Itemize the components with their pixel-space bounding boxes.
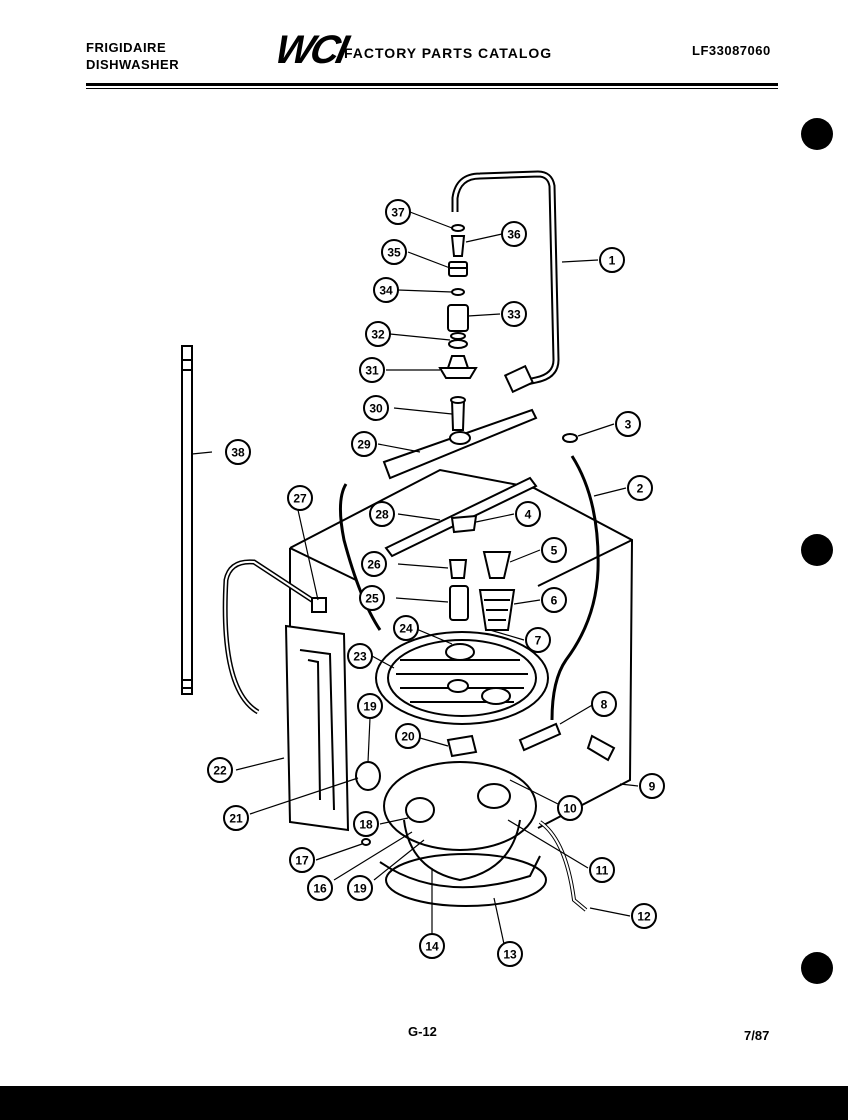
callout-6: 6 [541,587,567,613]
callout-number: 21 [229,812,243,826]
callout-10: 10 [557,795,583,821]
callout-32: 32 [365,321,391,347]
callout-number: 35 [387,246,401,260]
callout-37: 37 [385,199,411,225]
callout-21: 21 [223,805,249,831]
callout-number: 37 [391,206,405,220]
callout-8: 8 [591,691,617,717]
callout-12: 12 [631,903,657,929]
callout-number: 36 [507,228,521,242]
callout-number: 5 [551,544,558,558]
callout-22: 22 [207,757,233,783]
product-type: DISHWASHER [86,57,180,72]
callout-number: 1 [609,254,616,268]
callout-23: 23 [347,643,373,669]
callout-2: 2 [627,475,653,501]
callout-9: 9 [639,773,665,799]
callout-5: 5 [541,537,567,563]
callout-35: 35 [381,239,407,265]
callout-7: 7 [525,627,551,653]
binder-hole-middle [801,534,833,566]
callout-number: 33 [507,308,521,322]
callout-13: 13 [497,941,523,967]
callout-4: 4 [515,501,541,527]
callout-18: 18 [353,811,379,837]
callout-25: 25 [359,585,385,611]
base-pan [385,853,547,907]
callout-36: 36 [501,221,527,247]
callout-3: 3 [615,411,641,437]
callout-17: 17 [289,847,315,873]
callout-number: 20 [401,730,415,744]
callout-number: 23 [353,650,367,664]
callout-number: 3 [625,418,632,432]
callout-30: 30 [363,395,389,421]
binder-hole-top [801,118,833,150]
header-rule-thin [86,88,778,89]
callout-number: 13 [503,948,517,962]
callout-number: 6 [551,594,558,608]
callout-number: 17 [295,854,309,868]
callout-number: 2 [637,482,644,496]
callout-20: 20 [395,723,421,749]
callout-38: 38 [225,439,251,465]
callout-29: 29 [351,431,377,457]
callout-number: 26 [367,558,381,572]
print-date: 7/87 [744,1028,770,1043]
callout-27: 27 [287,485,313,511]
callout-number: 16 [313,882,327,896]
callout-24: 24 [393,615,419,641]
callout-number: 32 [371,328,385,342]
callout-number: 28 [375,508,389,522]
callout-19: 19 [357,693,383,719]
callout-28: 28 [369,501,395,527]
callout-number: 22 [213,764,227,778]
callout-number: 27 [293,492,307,506]
callout-number: 38 [231,446,245,460]
callout-number: 7 [535,634,542,648]
callout-33: 33 [501,301,527,327]
callout-16: 16 [307,875,333,901]
brand-name: FRIGIDAIRE [86,40,167,55]
callout-11: 11 [589,857,615,883]
callout-1: 1 [599,247,625,273]
scan-bottom-edge [0,1086,848,1120]
callout-31: 31 [359,357,385,383]
callout-number: 31 [365,364,379,378]
catalog-title: FACTORY PARTS CATALOG [344,45,553,61]
model-number: LF33087060 [692,43,771,58]
binder-hole-bottom [801,952,833,984]
page-number: G-12 [408,1024,437,1039]
header-rule-thick [86,83,778,86]
callout-number: 11 [596,864,609,878]
callout-number: 30 [369,402,383,416]
callout-19: 19 [347,875,373,901]
callout-number: 19 [363,700,377,714]
callout-number: 18 [359,818,373,832]
callout-number: 25 [365,592,379,606]
callout-number: 19 [353,882,367,896]
callout-number: 10 [563,802,577,816]
callout-number: 4 [525,508,532,522]
callout-number: 9 [649,780,656,794]
callout-number: 34 [379,284,393,298]
callout-14: 14 [419,933,445,959]
callout-number: 8 [601,698,608,712]
callout-number: 12 [637,910,651,924]
callout-34: 34 [373,277,399,303]
callout-26: 26 [361,551,387,577]
callout-number: 14 [425,940,439,954]
callout-number: 24 [399,622,413,636]
drain-hose [181,345,193,695]
callout-number: 29 [357,438,371,452]
